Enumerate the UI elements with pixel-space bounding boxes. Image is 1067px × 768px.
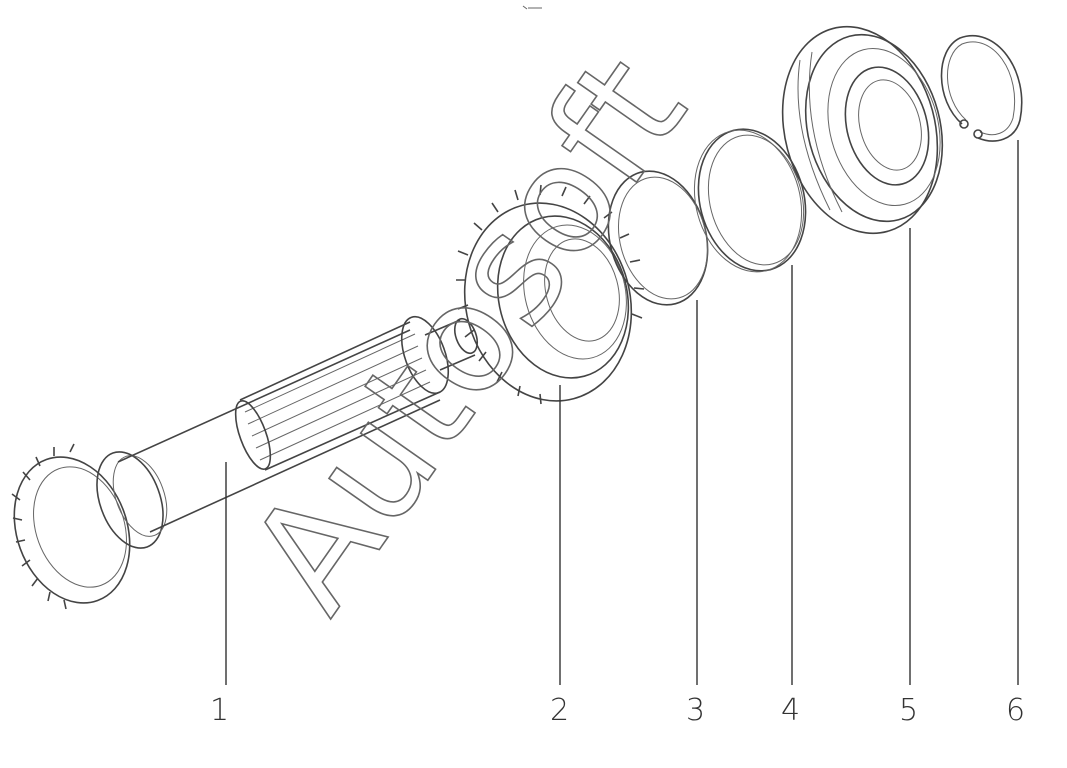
part-6-circlip xyxy=(940,35,1023,142)
callout-5: 5 xyxy=(899,693,918,728)
part-1-shaft xyxy=(11,315,479,610)
shaft-gear xyxy=(11,443,131,610)
leader-lines xyxy=(225,140,1019,685)
callout-4: 4 xyxy=(781,693,800,728)
part-5-bearing xyxy=(781,25,944,235)
callout-6: 6 xyxy=(1006,693,1025,728)
top-mark xyxy=(522,5,542,10)
callout-3: 3 xyxy=(686,693,705,728)
callout-1: 1 xyxy=(210,693,229,728)
watermark: Autosoft xyxy=(217,27,719,641)
part-4-ring xyxy=(693,128,807,273)
callout-numbers: 1 2 3 4 5 6 xyxy=(210,693,1025,728)
callout-2: 2 xyxy=(550,693,569,728)
part-3-snap-ring xyxy=(607,170,709,306)
shaft-splines xyxy=(234,321,441,471)
